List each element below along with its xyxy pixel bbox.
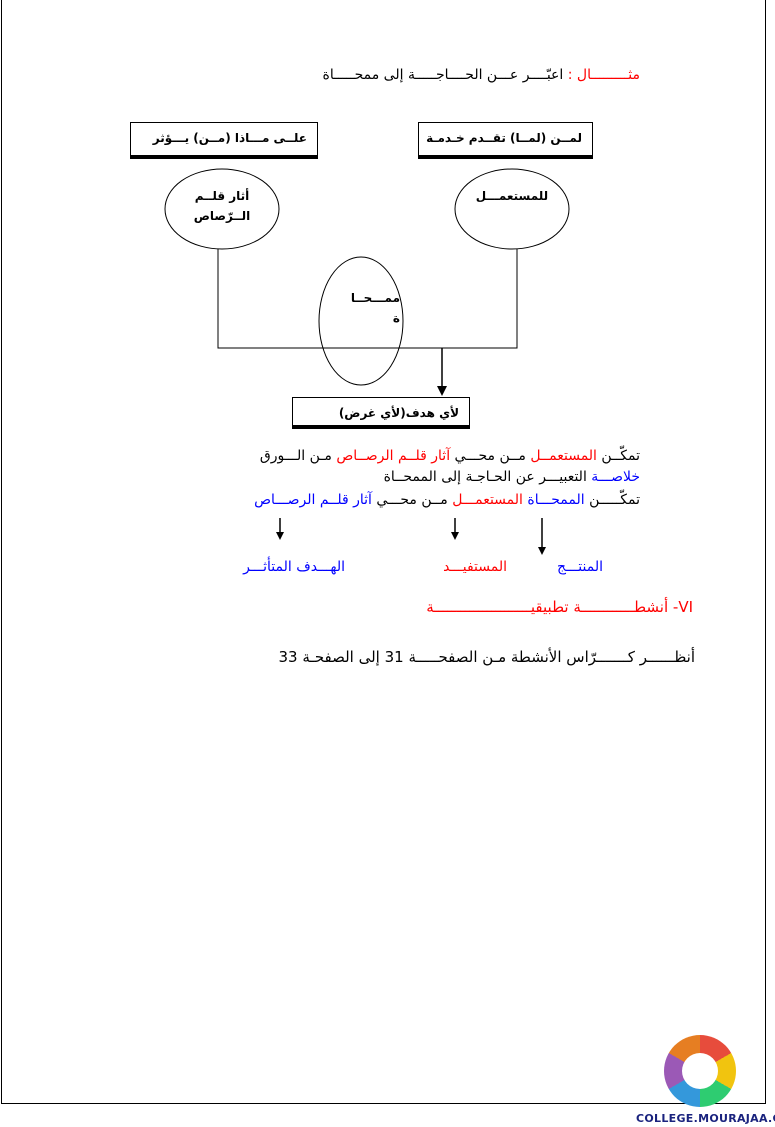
summary-label: خلاصـــة [591, 469, 640, 485]
ellipse-center-line2: ة [392, 311, 400, 325]
box-serves-whom: لمــن (لمــا) تقــدم خـدمـة [418, 122, 593, 159]
example-line: مثـــــــــال : اعبّــــر عـــن الحــــا… [322, 66, 640, 84]
s2-part: تمكّـــــن [584, 492, 640, 508]
label-product: المنتـــج [556, 559, 603, 575]
ellipse-center-line1: ممـــحــا [350, 291, 400, 305]
section-title: VI- أنشطــــــــــــة تطبيقيــــــــــــ… [426, 598, 693, 616]
ellipse-center-label: ممـــحــا ة [330, 288, 400, 328]
s2-eraser: الممحـــاة [527, 492, 585, 508]
example-text: اعبّــــر عـــن الحــــاجـــــة إلى ممحـ… [322, 67, 564, 83]
s1-part: مـن الـــورق [259, 448, 337, 464]
s1-part: مــن محـــي [450, 448, 531, 464]
site-logo [664, 1035, 736, 1107]
ellipse-left-shape [164, 168, 280, 250]
connector-line [217, 249, 518, 349]
box-affects-what: علــى مـــاذا (مــن) يـــؤثر [130, 122, 318, 159]
label-beneficiary: المستفيـــد [443, 559, 507, 575]
ellipse-right-label: للمستعمـــل [475, 189, 549, 203]
example-label: مثـــــــــال : [567, 67, 640, 83]
s1-marks: آثار قلــم الرصــاص [336, 448, 451, 464]
page-frame [1, 0, 766, 1104]
s2-marks: آثار قلــم الرصـــاص [254, 492, 372, 508]
ellipse-left-label: أثار قلــم الــرّصاص [170, 186, 274, 226]
ellipse-right-shape [454, 168, 570, 250]
label-target: الهـــدف المتأثـــر [243, 559, 345, 575]
summary-text: التعبيـــر عن الحـاجـة إلى الممحــاة [383, 469, 592, 485]
s2-user: المستعمـــل [452, 492, 523, 508]
instruction-line: أنظــــــر كـــــــرّاس الأنشطة مـن الصف… [278, 648, 695, 666]
site-url[interactable]: COLLEGE.MOURAJAA.COM [636, 1112, 775, 1125]
s2-part: مــن محـــي [371, 492, 453, 508]
sentence-2: تمكّـــــن الممحـــاة المستعمـــل مــن م… [254, 491, 640, 509]
s1-part: تمكّــن [596, 448, 640, 464]
box-purpose: لأي هدف(لأي غرض) [292, 397, 470, 429]
ellipse-center-shape [318, 256, 404, 386]
ellipse-left-line1: أثار قلــم [194, 189, 250, 203]
s1-user: المستعمــل [530, 448, 597, 464]
ellipse-left-line2: الــرّصاص [193, 209, 251, 223]
summary-line: خلاصـــة التعبيـــر عن الحـاجـة إلى المم… [384, 468, 640, 486]
sentence-1: تمكّــن المستعمــل مــن محـــي آثار قلــ… [260, 447, 640, 465]
